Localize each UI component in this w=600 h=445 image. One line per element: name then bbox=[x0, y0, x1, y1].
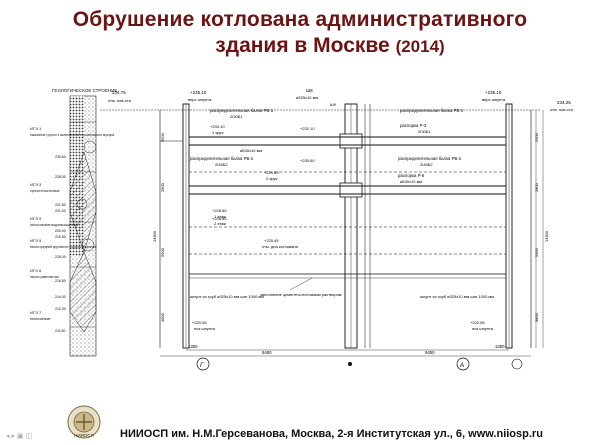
tip-elev-left: +220.55 bbox=[192, 320, 207, 325]
horizontal-dimensions: 1350 1350 9450 9450 bbox=[160, 344, 531, 357]
tier2-beam-left-sub: 2I45Б2 bbox=[215, 162, 228, 167]
pile-note-left: шпунт из труб ⌀325х10 мм шаг 1000 мм bbox=[190, 294, 264, 299]
geo-layer-desc: супеси пластичные bbox=[30, 189, 60, 193]
vdim-right: 2500 bbox=[534, 132, 539, 142]
geology-column: ГЕОЛОГИЧЕСКОЕ СТРОЕНИЕ ИГЭ 1 насыпные гр… bbox=[30, 88, 117, 357]
tip-elev-right: +220.55 bbox=[470, 320, 485, 325]
pit-bottom-elev: +225.45 bbox=[264, 238, 279, 243]
tier2-beam-left: распределительная балка РБ-2 bbox=[190, 156, 254, 161]
geo-elev: 214.00 bbox=[55, 295, 66, 299]
strut1-pipe: ⌀530х10 мм bbox=[240, 148, 262, 153]
vertical-dimensions: 2500 2800 5900 4800 14600 2500 2800 5900… bbox=[152, 110, 549, 348]
geo-elev: 230.60 bbox=[55, 155, 66, 159]
geo-layer-id: ИГЭ 9 bbox=[30, 216, 42, 221]
geo-elev: 211.50 bbox=[55, 329, 65, 333]
top-right-label: отм. пов-сти bbox=[550, 107, 573, 112]
pile-b8-label: Ш9 bbox=[330, 102, 337, 107]
tier2-beam-right-sub: 2I45Б2 bbox=[420, 162, 433, 167]
tier1-elev-right: +232.10 bbox=[300, 126, 315, 131]
tier1-label: 1 ярус bbox=[212, 130, 224, 135]
top-right-elev: 234.25 bbox=[557, 100, 571, 105]
central-column bbox=[339, 103, 371, 349]
strut-tier-2 bbox=[189, 185, 506, 195]
geo-layer-id: ИГЭ 1 bbox=[30, 126, 42, 131]
slide-title-city: здания в Москве bbox=[215, 34, 390, 57]
top-center2-sub: верх шпунта bbox=[482, 97, 506, 102]
geo-layer-desc: пески средней крупности водонасыщенные bbox=[30, 245, 97, 249]
geo-elev: 221.50 bbox=[55, 203, 66, 207]
geo-layer-id: ИГЭ 7 bbox=[30, 310, 42, 315]
footer-text: НИИОСП им. Н.М.Герсеванова, Москва, 2-я … bbox=[120, 428, 543, 440]
vdim-left: 5900 bbox=[160, 247, 165, 257]
top-left-elev: 234.75 bbox=[112, 90, 126, 95]
geo-elev: 218.00 bbox=[55, 255, 66, 259]
geo-layer-desc: пески мелкие водонасыщенные bbox=[30, 223, 79, 227]
tip-label-right: низ шпунта bbox=[472, 326, 494, 331]
tier1-beam-right: распределительная балка РБ-1 bbox=[400, 108, 464, 113]
axis-markers: Г А bbox=[196, 357, 523, 371]
strut2-label: распорка Р-6 bbox=[398, 173, 425, 178]
geo-elev: 216.50 bbox=[55, 279, 66, 283]
dim-9450-left: 9450 bbox=[262, 350, 272, 355]
strut1-sub: 2I30Б1 bbox=[418, 129, 431, 134]
dim-9450-right: 9450 bbox=[425, 350, 435, 355]
vdim-right: 4800 bbox=[534, 312, 539, 322]
top-center1-sub: верх шпунта bbox=[188, 97, 212, 102]
geo-layer-id: ИГЭ 3 bbox=[30, 182, 42, 187]
tier2-label: 2 ярус bbox=[266, 176, 278, 181]
logo-text: НИИОСП bbox=[74, 433, 94, 438]
floor2-label: 2 этаж bbox=[214, 221, 226, 226]
pile-sub: ⌀325х10 мм bbox=[296, 95, 318, 100]
tier1-beam-left-sub: 2I30Б1 bbox=[230, 114, 243, 119]
pile-note-right: шпунт из труб ⌀325х10 мм шаг 1000 мм bbox=[420, 294, 494, 299]
vdim-right: 5900 bbox=[534, 247, 539, 257]
geo-layer-desc: пески мелкие bbox=[30, 317, 51, 321]
geo-layer-desc: пески гравелистые bbox=[30, 275, 59, 279]
tip-label-left: низ шпунта bbox=[194, 326, 216, 331]
pit-bottom-label: отм. дна котлована bbox=[262, 244, 299, 249]
geo-elev: 220.00 bbox=[55, 229, 66, 233]
geo-layer-id: ИГЭ 6 bbox=[30, 268, 42, 273]
tier2-beam-right: распределительная балка РБ-2 bbox=[398, 156, 462, 161]
sheet-pile-walls bbox=[159, 103, 532, 349]
slide-nav-icons[interactable]: ◂ ▸ ▣ ◫ bbox=[6, 433, 33, 440]
floor2-elev: +226.85 bbox=[212, 216, 227, 221]
tier1-elev-left: +233.10 bbox=[210, 124, 225, 129]
tier1-beam-left: распределительная балка РБ-1 bbox=[210, 108, 274, 113]
strut-tier-1 bbox=[160, 136, 506, 146]
slide-title-year: (2014) bbox=[395, 37, 445, 56]
dim-1350-right: 1350 bbox=[495, 344, 505, 349]
geo-elev: 221.00 bbox=[55, 209, 66, 213]
vdim-left: 4800 bbox=[160, 312, 165, 322]
strut2-pipe: ⌀530х10 мм bbox=[400, 179, 422, 184]
tier2-elev2: +230.60 bbox=[300, 158, 315, 163]
excavation-section-drawing: ГЕОЛОГИЧЕСКОЕ СТРОЕНИЕ ИГЭ 1 насыпные гр… bbox=[30, 88, 573, 371]
geo-layer-desc: насыпные грунты с включением строительно… bbox=[30, 133, 114, 137]
floor1-label: 1 этаж bbox=[214, 214, 226, 219]
niiosp-logo: НИИОСП bbox=[67, 405, 101, 439]
vdim-left: 2500 bbox=[160, 132, 165, 142]
vdim-right: 2800 bbox=[534, 182, 539, 192]
vdim-total-left: 14600 bbox=[152, 230, 157, 242]
slide-title-line1: Обрушение котлована административного bbox=[72, 8, 528, 31]
axis-left-label: Г bbox=[200, 363, 204, 369]
floor1-elev: +228.60 bbox=[212, 208, 227, 213]
geo-layer-id: ИГЭ 5 bbox=[30, 238, 42, 243]
geo-elev: 219.50 bbox=[55, 235, 66, 239]
vdim-left: 2800 bbox=[160, 182, 165, 192]
geo-elev: 212.00 bbox=[55, 307, 66, 311]
pile-label: Ш8 bbox=[306, 88, 313, 93]
strut1-label: распорка Р-3 bbox=[400, 123, 427, 128]
vdim-total: 14600 bbox=[544, 230, 549, 242]
slide-title-line2: здания в Москве (2014) bbox=[0, 34, 600, 58]
top-center1-elev: +235.10 bbox=[190, 90, 207, 95]
axis-right-label: А bbox=[459, 363, 464, 369]
dim-1350-left: 1350 bbox=[188, 344, 198, 349]
fill-label: заполнение цементно-песчаным раствором bbox=[260, 292, 342, 297]
tier2-elev: +229.85 bbox=[264, 170, 279, 175]
geo-elev: 228.00 bbox=[55, 175, 66, 179]
top-left-label: отм. пов-сти bbox=[108, 98, 131, 103]
top-center2-elev: +235.10 bbox=[485, 90, 502, 95]
geology-header: ГЕОЛОГИЧЕСКОЕ СТРОЕНИЕ bbox=[52, 88, 117, 93]
